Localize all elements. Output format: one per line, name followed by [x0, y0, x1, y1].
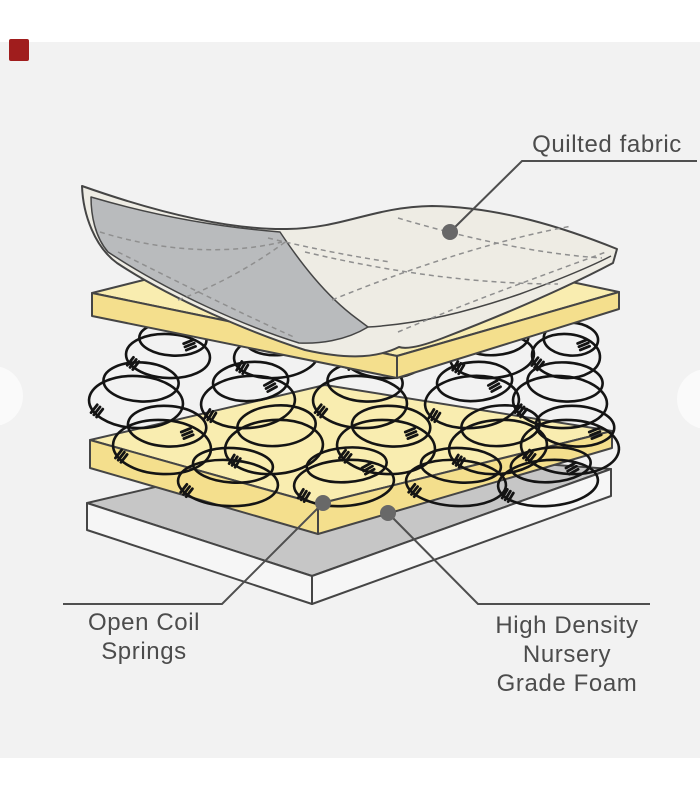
coil-spring	[496, 446, 600, 508]
quilted-fabric-layer	[81, 185, 618, 358]
coil-spring	[530, 321, 602, 380]
leader-open-coil	[63, 502, 324, 605]
red-color-swatch[interactable]	[9, 39, 29, 61]
coil-spring	[111, 404, 213, 476]
carousel-prev-button[interactable]	[0, 366, 23, 426]
coil-spring	[176, 446, 280, 508]
coil-spring	[87, 361, 185, 430]
leader-quilted-fabric	[449, 160, 697, 233]
springs-layer	[87, 320, 621, 508]
coil-spring	[404, 446, 508, 508]
dot-high-density	[380, 505, 396, 521]
dot-quilted-fabric	[442, 224, 458, 240]
label-high-density-foam: High Density Nursery Grade Foam	[495, 612, 639, 697]
callout-dots	[315, 224, 458, 521]
coil-spring	[292, 446, 396, 508]
leader-high-density	[387, 512, 650, 605]
quilting-stitches	[99, 217, 607, 339]
label-open-coil-springs: Open Coil Springs	[87, 609, 201, 665]
coil-spring	[423, 360, 521, 430]
coil-spring	[519, 404, 621, 476]
carousel-next-button[interactable]	[677, 369, 700, 429]
label-quilted-fabric: Quilted fabric	[532, 131, 682, 158]
coil-spring	[199, 360, 297, 430]
quilt-underside	[90, 196, 369, 344]
quilt-fold-line	[367, 255, 612, 328]
dot-open-coil	[315, 495, 331, 511]
callout-leaders	[63, 160, 697, 605]
